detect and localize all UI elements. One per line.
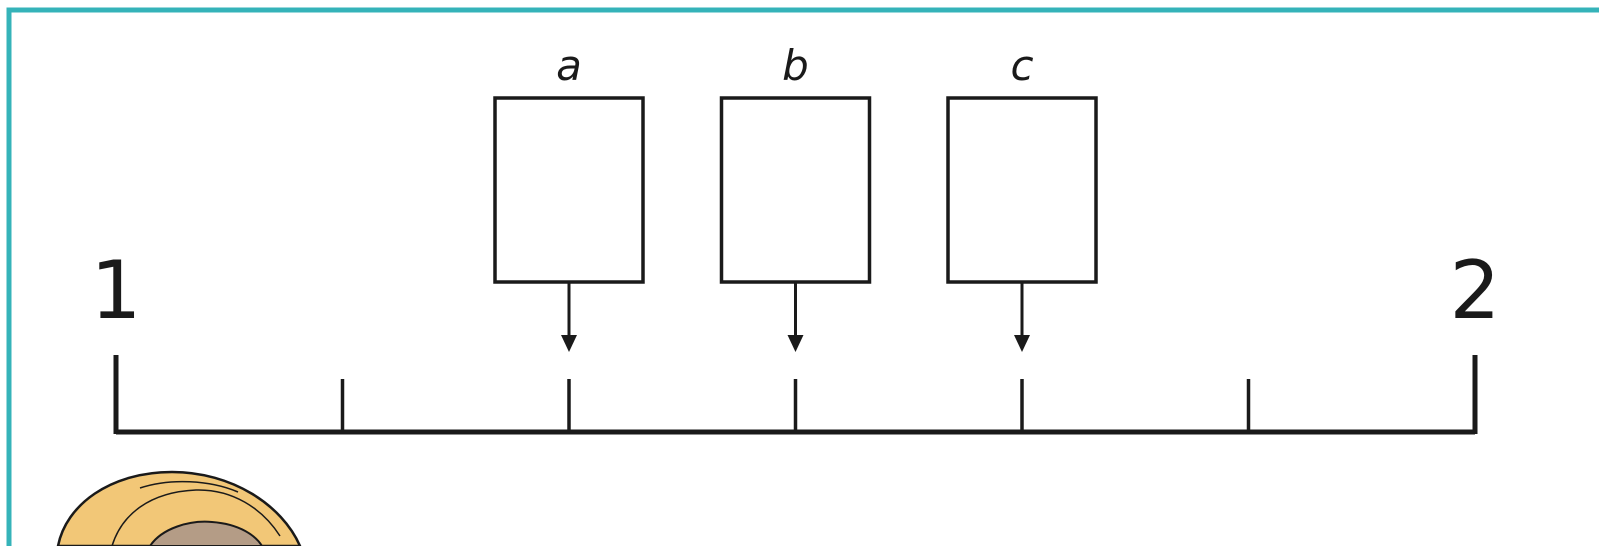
start-label: 1 — [91, 244, 142, 337]
marker-b: b — [719, 41, 872, 352]
answer-box[interactable] — [493, 96, 645, 284]
arrow-head — [787, 335, 804, 352]
answer-box[interactable] — [719, 96, 872, 284]
character-hair — [148, 520, 264, 546]
arrow-head — [1014, 335, 1030, 352]
marker-label: c — [1010, 41, 1033, 90]
character-illustration — [56, 470, 302, 546]
end-label: 2 — [1450, 244, 1501, 337]
answer-box[interactable] — [946, 96, 1098, 284]
marker-label: a — [556, 41, 582, 90]
marker-c: c — [946, 41, 1098, 352]
frame-border — [6, 7, 1599, 546]
marker-label: b — [782, 41, 809, 90]
character-hair-line — [139, 480, 239, 493]
arrow-head — [561, 335, 577, 352]
answer-markers: a b c — [493, 41, 1098, 352]
number-line-ticks — [113, 355, 1478, 434]
character-hair-line — [111, 489, 281, 546]
marker-a: a — [493, 41, 645, 352]
